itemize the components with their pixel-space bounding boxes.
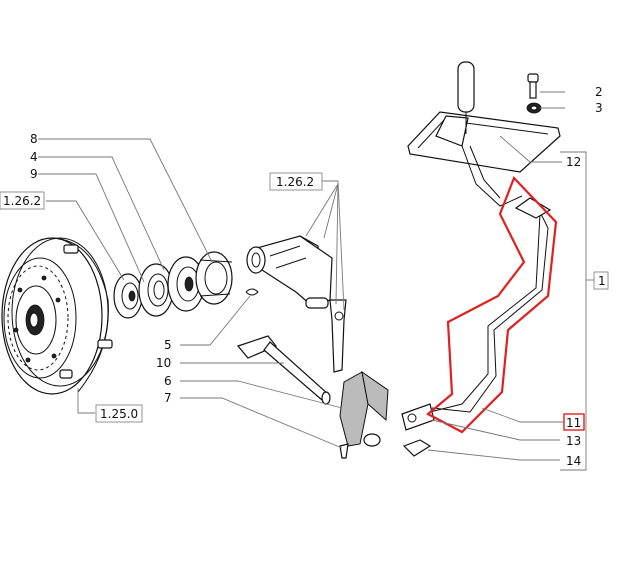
ref-1-26-2-left: 1.26.2 (3, 194, 41, 208)
ref-1-26-2-top: 1.26.2 (276, 175, 314, 189)
clip-part-5 (245, 288, 259, 296)
part-11-highlight (426, 175, 558, 434)
label-1: 1 (598, 274, 606, 288)
label-5: 5 (164, 338, 172, 352)
label-14: 14 (566, 454, 581, 468)
release-bearing-assembly (246, 235, 333, 309)
label-11-highlight-box (563, 413, 585, 431)
label-9: 9 (30, 167, 38, 181)
label-6: 6 (164, 374, 172, 388)
nut-part-3 (526, 102, 542, 114)
ref-box-1-26-2-left (0, 191, 45, 210)
fitting-part-14 (402, 439, 432, 457)
label-3: 3 (595, 101, 603, 115)
ref-1-25-0: 1.25.0 (100, 407, 138, 421)
leader-lines (38, 91, 594, 471)
callout-labels: 8 4 9 1.26.2 5 10 6 7 1.25.0 1.26.2 2 3 … (0, 85, 609, 468)
actuating-lever (329, 299, 347, 373)
screw-part-2 (527, 73, 539, 99)
fitting-part-13 (401, 403, 435, 431)
label-13: 13 (566, 434, 581, 448)
gear-lever-assembly (407, 61, 561, 413)
clutch-assembly (1, 237, 113, 395)
shaft-part-10 (236, 335, 331, 405)
screw-part-7 (339, 443, 349, 459)
label-7: 7 (164, 391, 172, 405)
label-2: 2 (595, 85, 603, 99)
ref-box-1-25-0 (95, 404, 143, 423)
label-4: 4 (30, 150, 38, 164)
label-8: 8 (30, 132, 38, 146)
fork-part-6 (339, 370, 389, 447)
ref-box-1 (593, 271, 609, 290)
bearing-part-9 (113, 273, 143, 319)
label-12: 12 (566, 155, 581, 169)
label-10: 10 (156, 356, 171, 370)
bearing-part-8 (167, 256, 205, 312)
ref-box-1-26-2-top (269, 172, 323, 191)
bearing-part-8b (195, 251, 233, 305)
label-11: 11 (566, 416, 581, 430)
